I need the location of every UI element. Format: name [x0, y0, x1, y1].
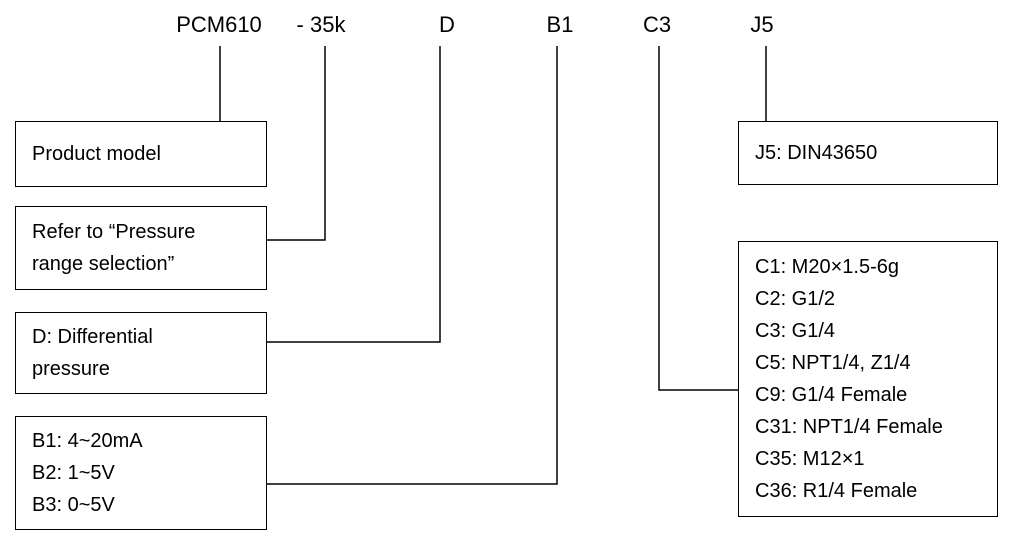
box-line: Product model: [32, 143, 161, 165]
code-model: PCM610: [176, 12, 262, 37]
code-range: - 35k: [296, 12, 346, 37]
box-pressure-range: Refer to “Pressure range selection”: [15, 206, 267, 290]
box-line: B1: 4~20mA: [32, 430, 143, 452]
box-line: B3: 0~5V: [32, 494, 115, 516]
box-line: C36: R1/4 Female: [755, 480, 918, 502]
box-line: C3: G1/4: [755, 320, 836, 342]
connector-thread: [658, 46, 738, 391]
box-line: B2: 1~5V: [32, 462, 115, 484]
box-pressure-type: D: Differential pressure: [15, 312, 267, 394]
box-line: C9: G1/4 Female: [755, 384, 908, 406]
connector-output: [267, 46, 558, 485]
box-line: range selection”: [32, 253, 175, 275]
connector-type: [267, 46, 441, 343]
box-line: Refer to “Pressure: [32, 221, 196, 243]
box-line: pressure: [32, 358, 110, 380]
box-output-signal: B1: 4~20mA B2: 1~5V B3: 0~5V: [15, 416, 267, 530]
code-output: B1: [546, 12, 574, 37]
box-line: C1: M20×1.5-6g: [755, 256, 899, 278]
code-type: D: [439, 12, 455, 37]
box-line: J5: DIN43650: [755, 142, 878, 164]
connector-range: [267, 46, 326, 241]
box-line: C31: NPT1/4 Female: [755, 416, 943, 438]
box-line: D: Differential: [32, 326, 153, 348]
box-line: C2: G1/2: [755, 288, 836, 310]
box-electrical-connector: J5: DIN43650: [738, 121, 998, 185]
code-connector: J5: [750, 12, 774, 37]
code-thread: C3: [642, 12, 672, 37]
box-line: C35: M12×1: [755, 448, 865, 470]
box-product-model: Product model: [15, 121, 267, 187]
box-line: C5: NPT1/4, Z1/4: [755, 352, 911, 374]
